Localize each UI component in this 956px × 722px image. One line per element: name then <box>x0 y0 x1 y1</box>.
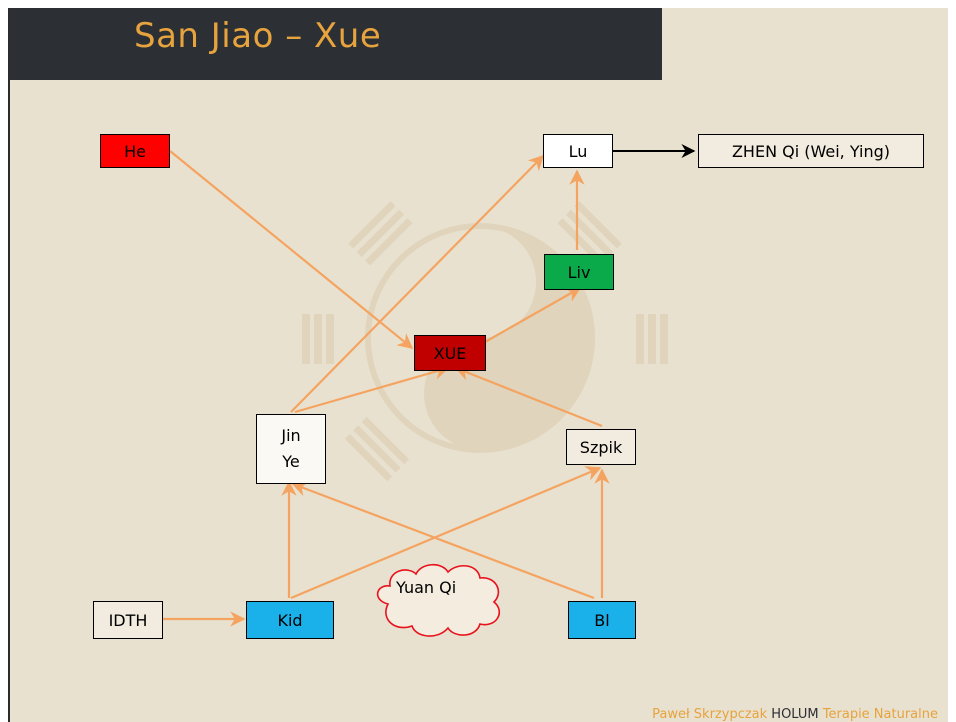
node-szpik: Szpik <box>566 429 636 465</box>
arrow-xue-to-liv <box>484 287 582 343</box>
arrow-jinye-to-lu <box>290 154 545 413</box>
footer-author: Paweł Skrzypczak <box>652 707 772 722</box>
connector-arrows <box>162 144 696 637</box>
node-lu: Lu <box>543 134 613 168</box>
node-xue: XUE <box>414 335 486 371</box>
node-liv: Liv <box>544 254 614 290</box>
arrow-jinye-to-xue <box>294 364 450 414</box>
page-title: San Jiao – Xue <box>134 16 382 56</box>
arrow-kid-to-szpik <box>290 466 602 600</box>
node-jin-label: Jin <box>281 426 301 445</box>
node-jin-ye: Jin Ye <box>256 414 326 484</box>
arrow-bl-to-jinye <box>291 481 595 600</box>
arrow-szpik-to-xue <box>454 365 603 428</box>
node-he: He <box>100 134 170 168</box>
yuan-qi-label: Yuan Qi <box>396 578 457 597</box>
slide: San Jiao – Xue He Lu Z <box>8 8 948 722</box>
footer-brand: HOLUM <box>771 707 819 722</box>
node-idth: IDTH <box>93 601 163 639</box>
node-ye-label: Ye <box>282 452 300 471</box>
footer-tagline: Terapie Naturalne <box>818 707 938 722</box>
node-kid: Kid <box>246 601 334 639</box>
footer: Paweł Skrzypczak HOLUM Terapie Naturalne <box>652 707 938 722</box>
title-bar: San Jiao – Xue <box>10 8 662 80</box>
node-zhen-qi: ZHEN Qi (Wei, Ying) <box>698 134 924 168</box>
arrow-he-to-xue <box>169 150 414 349</box>
node-bl: Bl <box>568 601 636 639</box>
yuan-qi-cloud <box>376 563 500 637</box>
